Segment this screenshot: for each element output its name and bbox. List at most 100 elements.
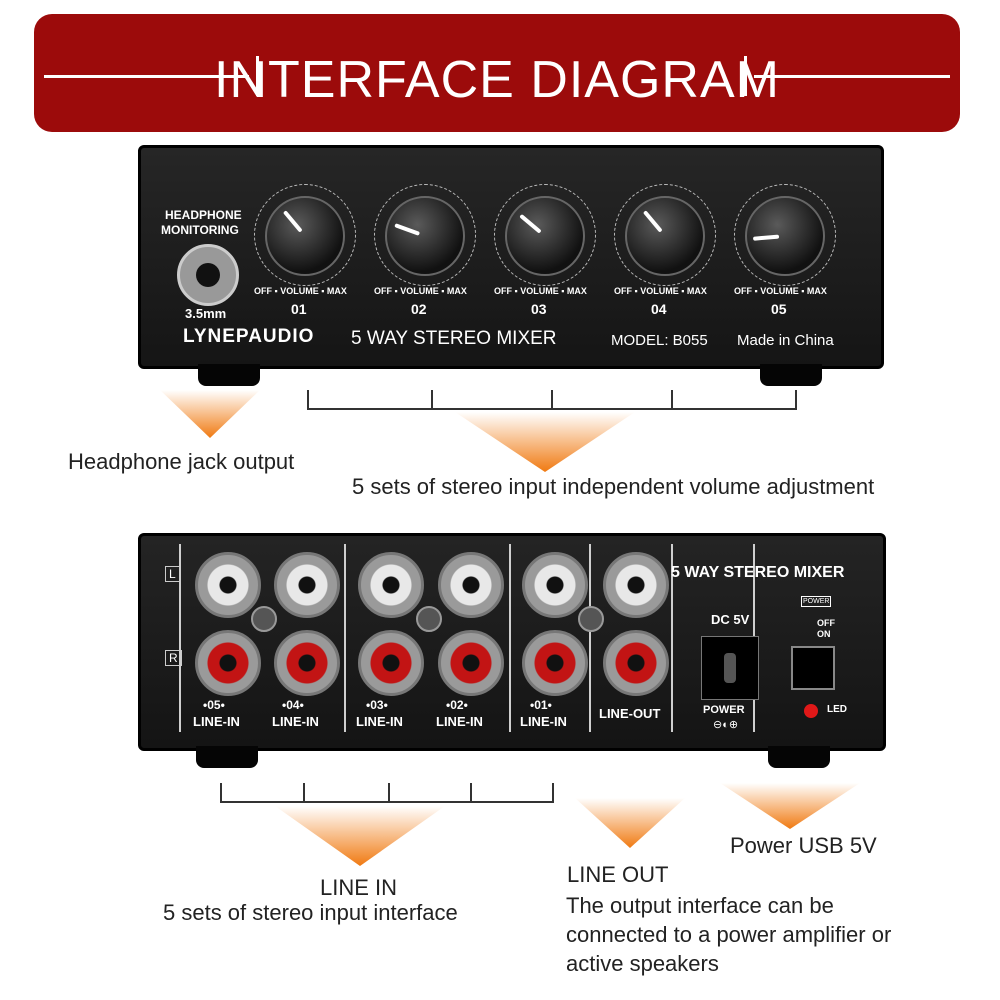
line-in-bracket bbox=[220, 783, 554, 803]
max-label: MAX bbox=[446, 286, 467, 296]
headphone-caption: Headphone jack output bbox=[68, 449, 295, 474]
input-label: LINE-IN bbox=[520, 714, 567, 729]
power-switch-button[interactable] bbox=[791, 646, 835, 690]
dc-pin bbox=[724, 653, 736, 683]
off-label: OFF bbox=[817, 618, 835, 628]
front-product-name: 5 WAY STEREO MIXER bbox=[351, 328, 557, 349]
screw-icon bbox=[416, 606, 442, 632]
rear-product-name: 5 WAY STEREO MIXER bbox=[671, 564, 845, 581]
right-channel-marker: R bbox=[165, 650, 182, 666]
rca-r-02[interactable] bbox=[438, 630, 504, 696]
rear-foot-right bbox=[768, 746, 830, 768]
bracket-tick bbox=[671, 390, 673, 408]
volume-knob-01[interactable] bbox=[265, 196, 345, 276]
line-out-title: LINE OUT bbox=[567, 862, 669, 887]
rca-l-04[interactable] bbox=[274, 552, 340, 618]
knob-label-row: OFF ▪ VOLUME ▪ MAX bbox=[254, 286, 347, 296]
rca-r-01[interactable] bbox=[522, 630, 588, 696]
max-label: MAX bbox=[566, 286, 587, 296]
input-number-text: 05 bbox=[207, 698, 221, 712]
bracket-tick bbox=[388, 783, 390, 801]
knob-pointer bbox=[394, 223, 421, 236]
volume-caption: 5 sets of stereo input independent volum… bbox=[352, 474, 875, 499]
led-indicator bbox=[804, 704, 818, 718]
rear-foot-left bbox=[196, 746, 258, 768]
channel-number: 05 bbox=[771, 301, 787, 317]
power-arrow-icon bbox=[720, 783, 860, 829]
front-foot-left bbox=[198, 364, 260, 386]
channel-number: 02 bbox=[411, 301, 427, 317]
headphone-label-2: MONITORING bbox=[161, 223, 239, 237]
volume-label: VOLUME bbox=[640, 286, 679, 296]
dc-power-port[interactable] bbox=[701, 636, 759, 700]
input-number-text: 01 bbox=[534, 698, 548, 712]
volume-label: VOLUME bbox=[280, 286, 319, 296]
knob-pointer bbox=[519, 213, 542, 234]
input-number: •04• bbox=[282, 698, 304, 712]
power-caption: Power USB 5V bbox=[730, 833, 877, 858]
divider bbox=[671, 544, 673, 732]
model-label: MODEL: B055 bbox=[611, 332, 708, 349]
input-number: •01• bbox=[530, 698, 552, 712]
knob-scale-ring bbox=[374, 184, 476, 286]
divider bbox=[179, 544, 181, 732]
rca-l-03[interactable] bbox=[358, 552, 424, 618]
rca-l-02[interactable] bbox=[438, 552, 504, 618]
knob-label-row: OFF ▪ VOLUME ▪ MAX bbox=[494, 286, 587, 296]
rca-r-05[interactable] bbox=[195, 630, 261, 696]
headphone-jack[interactable] bbox=[177, 244, 239, 306]
bracket-tick bbox=[551, 390, 553, 408]
input-number: •05• bbox=[203, 698, 225, 712]
divider bbox=[344, 544, 346, 732]
screw-icon bbox=[578, 606, 604, 632]
off-label: OFF bbox=[734, 286, 752, 296]
input-number-text: 04 bbox=[286, 698, 300, 712]
channel-number: 01 bbox=[291, 301, 307, 317]
line-out-label: LINE-OUT bbox=[599, 706, 661, 721]
knob-scale-ring bbox=[614, 184, 716, 286]
volume-knob-03[interactable] bbox=[505, 196, 585, 276]
off-label: OFF bbox=[494, 286, 512, 296]
line-in-title: LINE IN bbox=[320, 875, 398, 900]
banner-rule-left bbox=[44, 75, 249, 78]
input-number: •03• bbox=[366, 698, 388, 712]
channel-number: 04 bbox=[651, 301, 667, 317]
on-label: ON bbox=[817, 629, 831, 639]
input-number: •02• bbox=[446, 698, 468, 712]
input-label: LINE-IN bbox=[356, 714, 403, 729]
line-out-arrow-icon bbox=[575, 798, 685, 848]
rca-r-out[interactable] bbox=[603, 630, 669, 696]
rca-l-01[interactable] bbox=[522, 552, 588, 618]
max-label: MAX bbox=[686, 286, 707, 296]
knob-label-row: OFF ▪ VOLUME ▪ MAX bbox=[374, 286, 467, 296]
power-badge: POWER bbox=[801, 596, 832, 607]
knob-pointer bbox=[752, 234, 780, 241]
banner-bar-right bbox=[744, 56, 747, 96]
rca-l-05[interactable] bbox=[195, 552, 261, 618]
knob-scale-ring bbox=[494, 184, 596, 286]
volume-knob-04[interactable] bbox=[625, 196, 705, 276]
screw-icon bbox=[251, 606, 277, 632]
rear-panel: L R •05• LINE-IN •04• LINE-IN •03• LINE-… bbox=[138, 533, 886, 751]
bracket-tick bbox=[303, 783, 305, 801]
input-label: LINE-IN bbox=[436, 714, 483, 729]
rca-r-04[interactable] bbox=[274, 630, 340, 696]
rca-l-out[interactable] bbox=[603, 552, 669, 618]
rca-r-03[interactable] bbox=[358, 630, 424, 696]
knob-pointer bbox=[642, 210, 663, 233]
bracket-tick bbox=[470, 783, 472, 801]
divider bbox=[589, 544, 591, 732]
led-label: LED bbox=[827, 704, 847, 715]
line-out-desc-2: connected to a power amplifier or bbox=[566, 922, 892, 947]
max-label: MAX bbox=[806, 286, 827, 296]
volume-knob-05[interactable] bbox=[745, 196, 825, 276]
volume-label: VOLUME bbox=[400, 286, 439, 296]
front-foot-right bbox=[760, 364, 822, 386]
brand-logo: LYNEPAUDIO bbox=[183, 326, 315, 347]
volume-knob-02[interactable] bbox=[385, 196, 465, 276]
off-label: OFF bbox=[254, 286, 272, 296]
off-label: OFF bbox=[374, 286, 392, 296]
knob-scale-ring bbox=[734, 184, 836, 286]
origin-label: Made in China bbox=[737, 332, 834, 349]
channel-number: 03 bbox=[531, 301, 547, 317]
